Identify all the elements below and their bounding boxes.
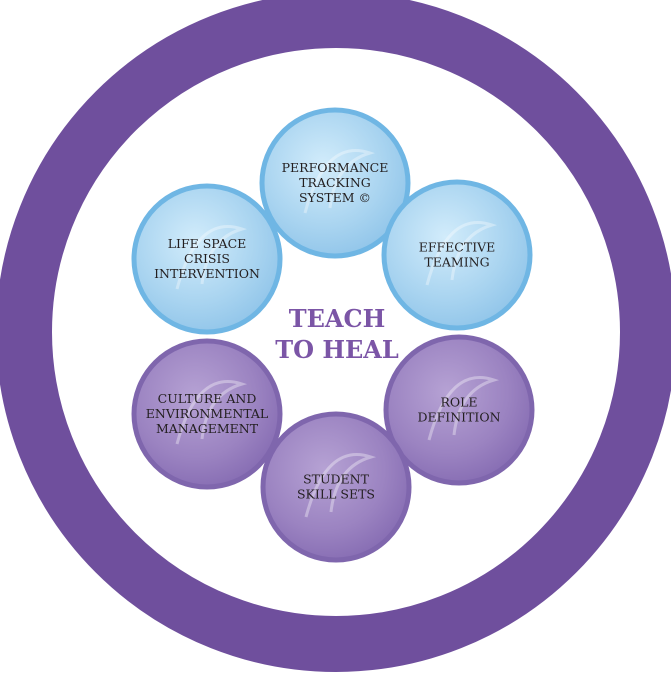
node-watermark-swoosh — [303, 149, 376, 214]
node-circle — [383, 334, 535, 486]
node-circle — [131, 183, 283, 335]
node-label-line: CULTURE AND — [158, 391, 257, 406]
node-label-line: INTERVENTION — [154, 266, 260, 281]
node-label-line: DEFINITION — [417, 410, 500, 425]
node-label-line: ENVIRONMENTAL — [146, 406, 268, 421]
node-label-line: ROLE — [440, 395, 477, 410]
node-watermark-swoosh — [175, 225, 248, 290]
node-circle — [260, 411, 412, 563]
node-watermark-swoosh — [175, 380, 248, 445]
node-label-line: SYSTEM © — [299, 190, 371, 205]
node-label-line: SKILL SETS — [297, 487, 375, 502]
node-label-line: LIFE SPACE — [168, 236, 247, 251]
center-title-line1: TEACH — [289, 304, 386, 333]
node-label-line: STUDENT — [303, 472, 370, 487]
node-label-line: CRISIS — [184, 251, 230, 266]
center-title-line2: TO HEAL — [275, 335, 399, 364]
node-watermark-swoosh — [304, 453, 377, 518]
node-watermark-swoosh — [425, 221, 498, 286]
node-label-line: TEAMING — [424, 255, 489, 270]
node-label-line: PERFORMANCE — [282, 160, 389, 175]
node-label-line: TRACKING — [299, 175, 371, 190]
node-label-line: MANAGEMENT — [156, 421, 259, 436]
node-circle — [259, 107, 411, 259]
node-watermark-swoosh — [427, 376, 500, 441]
node-label-line: EFFECTIVE — [419, 240, 496, 255]
node-circle — [381, 179, 533, 331]
node-circle — [131, 338, 283, 490]
